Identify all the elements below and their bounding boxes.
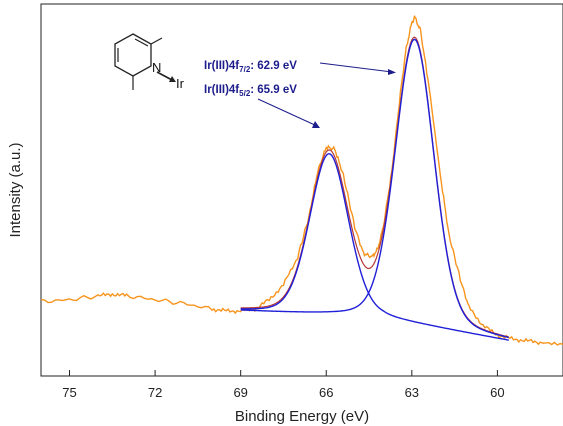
fit-peak-65.9-line (240, 152, 509, 341)
annotation-arrowhead-4f52 (312, 121, 320, 128)
atom-label-ir: Ir (176, 76, 185, 91)
plot-frame (40, 3, 563, 377)
annotation-4f52: Ir(III)4f5/2: 65.9 eV (204, 84, 297, 98)
fit-peak-62.9-line (240, 38, 509, 339)
annotation-4f72-label: Ir(III)4f (204, 60, 239, 72)
annotation-4f72-subscript: 7/2 (239, 65, 251, 74)
y-axis-title: Intensity (a.u.) (7, 142, 24, 237)
x-tick-label-63: 63 (405, 385, 419, 400)
fit-envelope-line (240, 36, 509, 338)
x-axis-ticks: 75 72 69 66 63 60 (62, 370, 505, 400)
annotation-4f52-subscript: 5/2 (239, 89, 251, 98)
series-layer (40, 15, 563, 346)
annotation-arrow-4f72 (319, 62, 393, 73)
annotation-arrow-4f52 (257, 98, 318, 127)
x-tick-label-75: 75 (62, 385, 76, 400)
x-tick-label-72: 72 (148, 385, 162, 400)
annotation-4f52-label: Ir(III)4f (204, 84, 239, 96)
atom-label-n: N (152, 60, 161, 75)
annotation-4f52-value: : 65.9 eV (250, 84, 297, 96)
x-tick-label-69: 69 (233, 385, 247, 400)
x-tick-label-60: 60 (490, 385, 504, 400)
annotation-4f72-value: : 62.9 eV (250, 60, 297, 72)
annotation-4f72: Ir(III)4f7/2: 62.9 eV (204, 60, 297, 74)
experimental-spectrum-line (40, 15, 563, 346)
x-axis-title: Binding Energy (eV) (235, 408, 369, 425)
annotation-arrowhead-4f72 (388, 69, 396, 75)
pyridine-structure (114, 33, 176, 90)
x-tick-label-66: 66 (319, 385, 333, 400)
